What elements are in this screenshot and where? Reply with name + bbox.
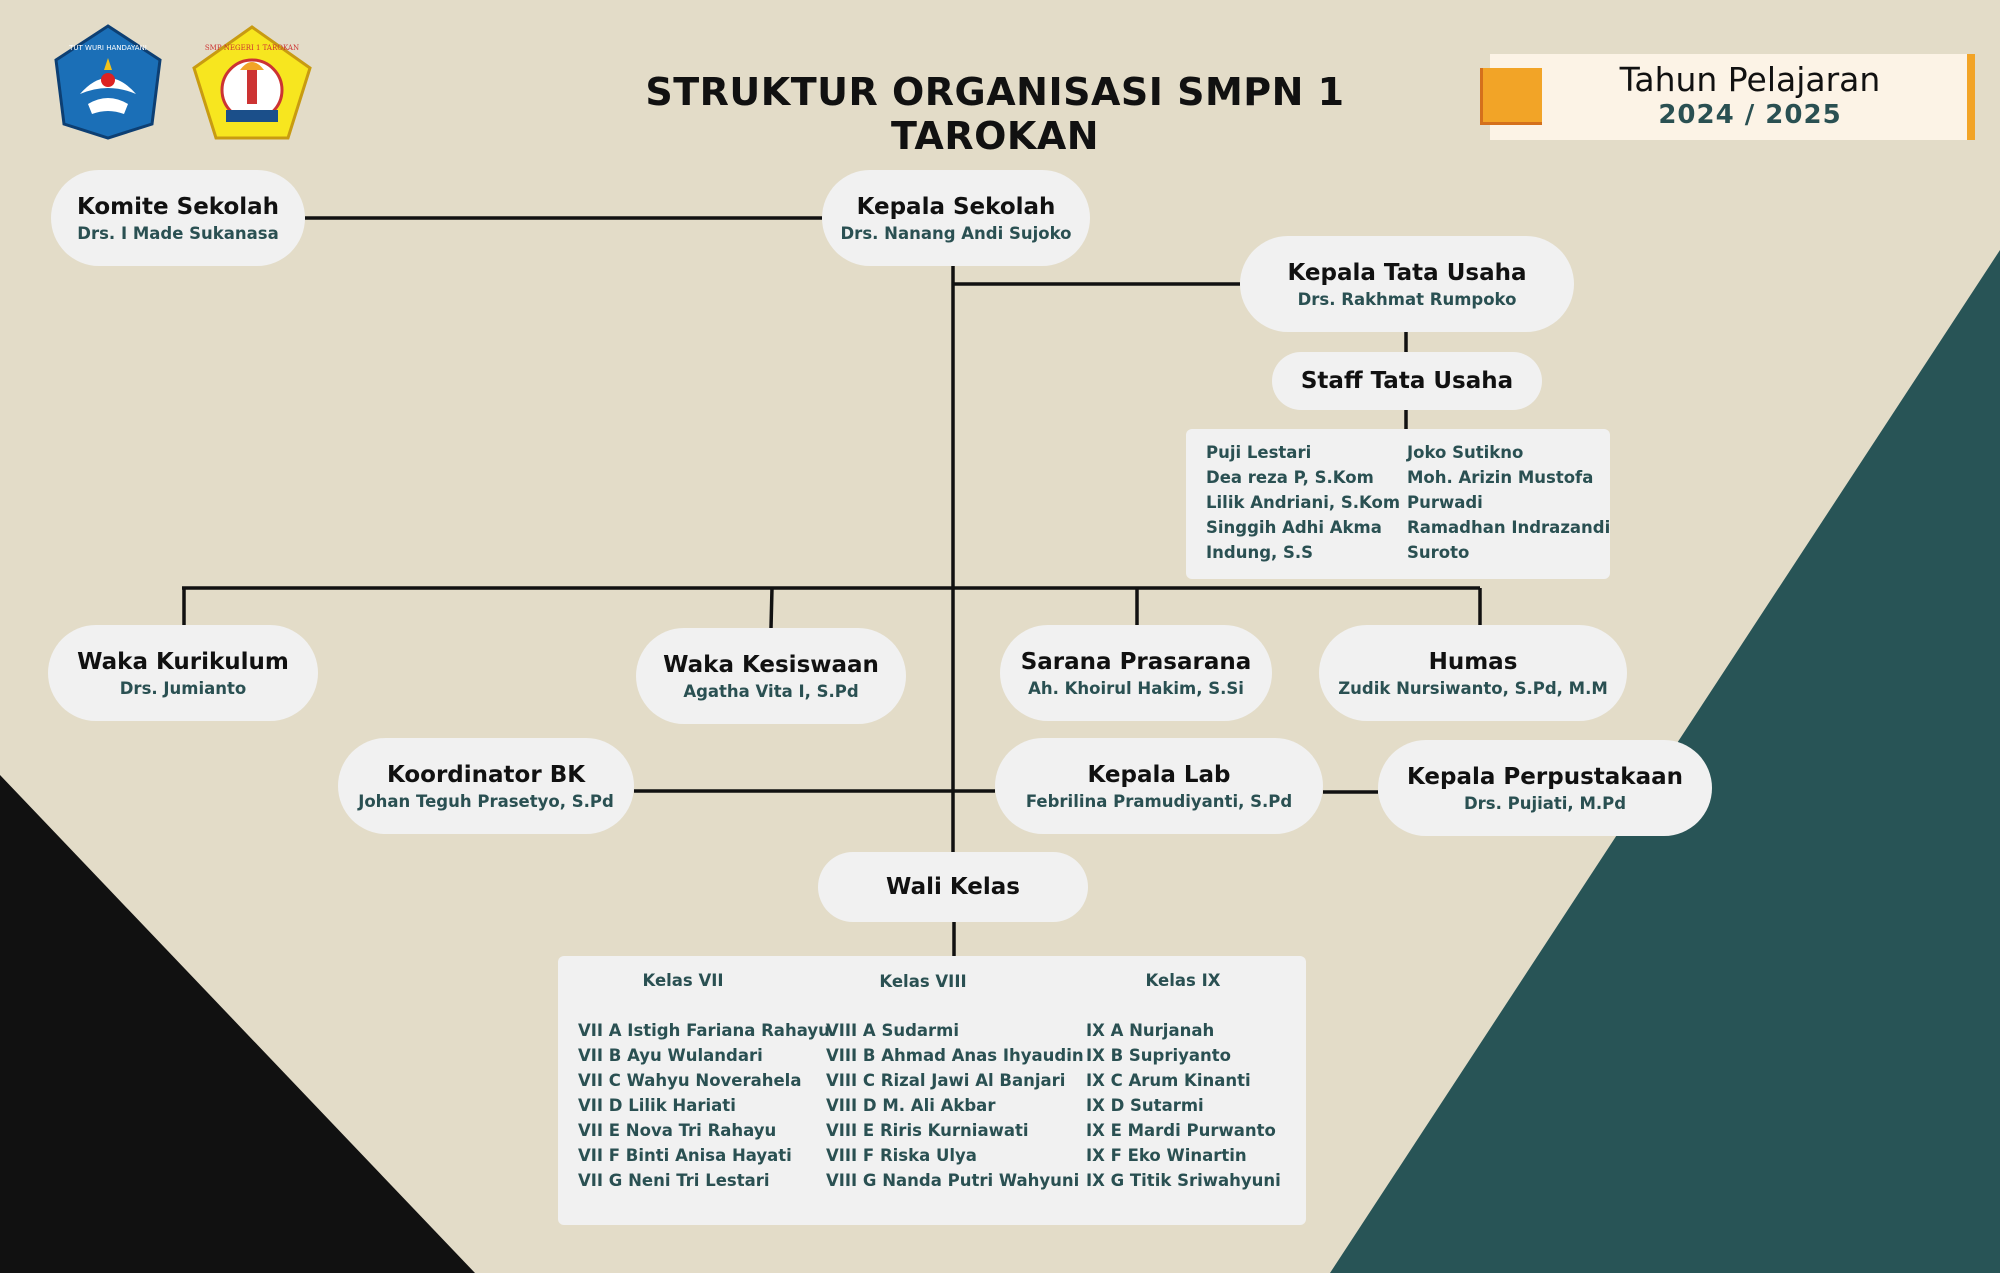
list-item: IX A Nurjanah bbox=[1086, 1021, 1215, 1040]
node-title: Kepala Perpustakaan bbox=[1407, 763, 1683, 790]
wali-kelas-list-panel: Kelas VII Kelas VIII Kelas IX VII A Isti… bbox=[558, 956, 1306, 1225]
node-title: Waka Kesiswaan bbox=[663, 651, 879, 678]
list-item: VIII B Ahmad Anas Ihyaudin bbox=[826, 1046, 1084, 1065]
list-item: Indung, S.S bbox=[1206, 543, 1314, 562]
black-diagonal-shape bbox=[0, 775, 475, 1273]
node-name: Drs. I Made Sukanasa bbox=[77, 224, 279, 244]
list-item: VII C Wahyu Noverahela bbox=[578, 1071, 802, 1090]
list-item: VII D Lilik Hariati bbox=[578, 1096, 736, 1115]
line-to-waka-kesiswaan bbox=[769, 587, 774, 629]
list-item: VII B Ayu Wulandari bbox=[578, 1046, 763, 1065]
list-item: VII E Nova Tri Rahayu bbox=[578, 1121, 777, 1140]
list-item: IX E Mardi Purwanto bbox=[1086, 1121, 1276, 1140]
list-item: VIII C Rizal Jawi Al Banjari bbox=[826, 1071, 1066, 1090]
list-item: VII G Neni Tri Lestari bbox=[578, 1171, 770, 1190]
node-staff-tata-usaha: Staff Tata Usaha bbox=[1272, 352, 1542, 410]
node-title: Kepala Tata Usaha bbox=[1287, 259, 1527, 286]
list-item: VIII G Nanda Putri Wahyuni bbox=[826, 1171, 1080, 1190]
node-title: Humas bbox=[1428, 648, 1518, 675]
node-kepala-perpustakaan: Kepala Perpustakaan Drs. Pujiati, M.Pd bbox=[1378, 740, 1712, 836]
node-name: Drs. Rakhmat Rumpoko bbox=[1297, 290, 1517, 310]
node-title: Waka Kurikulum bbox=[77, 648, 289, 675]
list-item: Moh. Arizin Mustofa bbox=[1407, 468, 1594, 487]
node-title: Kepala Sekolah bbox=[856, 193, 1056, 220]
node-komite-sekolah: Komite Sekolah Drs. I Made Sukanasa bbox=[51, 170, 305, 266]
list-item: IX F Eko Winartin bbox=[1086, 1146, 1247, 1165]
list-item: VIII E Riris Kurniawati bbox=[826, 1121, 1029, 1140]
node-title: Sarana Prasarana bbox=[1020, 648, 1252, 675]
kelas-vii-header: Kelas VII bbox=[642, 971, 724, 990]
node-wali-kelas: Wali Kelas bbox=[818, 852, 1088, 922]
node-title: Komite Sekolah bbox=[76, 193, 280, 220]
node-waka-kesiswaan: Waka Kesiswaan Agatha Vita I, S.Pd bbox=[636, 628, 906, 724]
list-item: IX B Supriyanto bbox=[1086, 1046, 1232, 1065]
list-item: Puji Lestari bbox=[1206, 443, 1312, 462]
node-name: Agatha Vita I, S.Pd bbox=[683, 682, 859, 702]
node-name: Johan Teguh Prasetyo, S.Pd bbox=[358, 792, 614, 812]
list-item: VIII D M. Ali Akbar bbox=[826, 1096, 996, 1115]
list-item: Ramadhan Indrazandi bbox=[1407, 518, 1611, 537]
list-item: IX C Arum Kinanti bbox=[1086, 1071, 1251, 1090]
node-name: Febrilina Pramudiyanti, S.Pd bbox=[1025, 792, 1293, 812]
node-sarana-prasarana: Sarana Prasarana Ah. Khoirul Hakim, S.Si bbox=[1000, 625, 1272, 721]
list-item: VII F Binti Anisa Hayati bbox=[578, 1146, 792, 1165]
list-item: Suroto bbox=[1407, 543, 1470, 562]
list-item: VIII F Riska Ulya bbox=[826, 1146, 977, 1165]
list-item: Purwadi bbox=[1407, 493, 1483, 512]
staff-list-panel: Puji Lestari Dea reza P, S.Kom Lilik And… bbox=[1186, 429, 1610, 579]
node-waka-kurikulum: Waka Kurikulum Drs. Jumianto bbox=[48, 625, 318, 721]
kelas-ix-list: IX A Nurjanah IX B Supriyanto IX C Arum … bbox=[1086, 1018, 1281, 1193]
list-item: Dea reza P, S.Kom bbox=[1206, 468, 1374, 487]
list-item: Lilik Andriani, S.Kom bbox=[1206, 493, 1401, 512]
year-box-accent bbox=[1480, 68, 1542, 125]
kelas-viii-list: VIII A Sudarmi VIII B Ahmad Anas Ihyaudi… bbox=[826, 1018, 1084, 1193]
list-item: Joko Sutikno bbox=[1407, 443, 1524, 462]
smpn-tarokan-logo-icon: SMP NEGERI 1 TAROKAN bbox=[192, 25, 312, 140]
node-humas: Humas Zudik Nursiwanto, S.Pd, M.M bbox=[1319, 625, 1627, 721]
node-name: Ah. Khoirul Hakim, S.Si bbox=[1028, 679, 1244, 699]
node-kepala-tata-usaha: Kepala Tata Usaha Drs. Rakhmat Rumpoko bbox=[1240, 236, 1574, 332]
node-title: Staff Tata Usaha bbox=[1300, 367, 1514, 394]
kelas-ix-header: Kelas IX bbox=[1145, 971, 1221, 990]
node-title: Koordinator BK bbox=[386, 761, 586, 788]
node-kepala-sekolah: Kepala Sekolah Drs. Nanang Andi Sujoko bbox=[822, 170, 1090, 266]
svg-text:SMP NEGERI 1 TAROKAN: SMP NEGERI 1 TAROKAN bbox=[205, 44, 299, 52]
list-item: IX G Titik Sriwahyuni bbox=[1086, 1171, 1281, 1190]
year-label: Tahun Pelajaran bbox=[1619, 60, 1881, 99]
list-item: Singgih Adhi Akma bbox=[1206, 518, 1382, 537]
staff-list-column-1: Puji Lestari Dea reza P, S.Kom Lilik And… bbox=[1206, 440, 1400, 565]
list-item: VII A Istigh Fariana Rahayu bbox=[578, 1021, 830, 1040]
node-name: Drs. Pujiati, M.Pd bbox=[1463, 794, 1627, 814]
list-item: VIII A Sudarmi bbox=[826, 1021, 960, 1040]
kelas-viii-header: Kelas VIII bbox=[879, 972, 967, 991]
year-box bbox=[1490, 54, 1975, 140]
page-title: STRUKTUR ORGANISASI SMPN 1 TAROKAN bbox=[645, 70, 1345, 158]
node-name: Drs. Nanang Andi Sujoko bbox=[840, 224, 1072, 244]
node-title: Wali Kelas bbox=[886, 873, 1020, 900]
node-title: Kepala Lab bbox=[1087, 761, 1231, 788]
list-item: IX D Sutarmi bbox=[1086, 1096, 1204, 1115]
kelas-vii-list: VII A Istigh Fariana Rahayu VII B Ayu Wu… bbox=[578, 1018, 830, 1193]
node-koordinator-bk: Koordinator BK Johan Teguh Prasetyo, S.P… bbox=[338, 738, 634, 834]
staff-list-column-2: Joko Sutikno Moh. Arizin Mustofa Purwadi… bbox=[1407, 440, 1610, 565]
tut-wuri-handayani-logo-icon: TUT WURI HANDAYANI bbox=[54, 24, 162, 140]
year-value: 2024 / 2025 bbox=[1658, 100, 1842, 130]
node-name: Zudik Nursiwanto, S.Pd, M.M bbox=[1338, 679, 1608, 699]
node-kepala-lab: Kepala Lab Febrilina Pramudiyanti, S.Pd bbox=[995, 738, 1323, 834]
svg-text:TUT WURI HANDAYANI: TUT WURI HANDAYANI bbox=[68, 44, 147, 52]
node-name: Drs. Jumianto bbox=[119, 679, 247, 699]
